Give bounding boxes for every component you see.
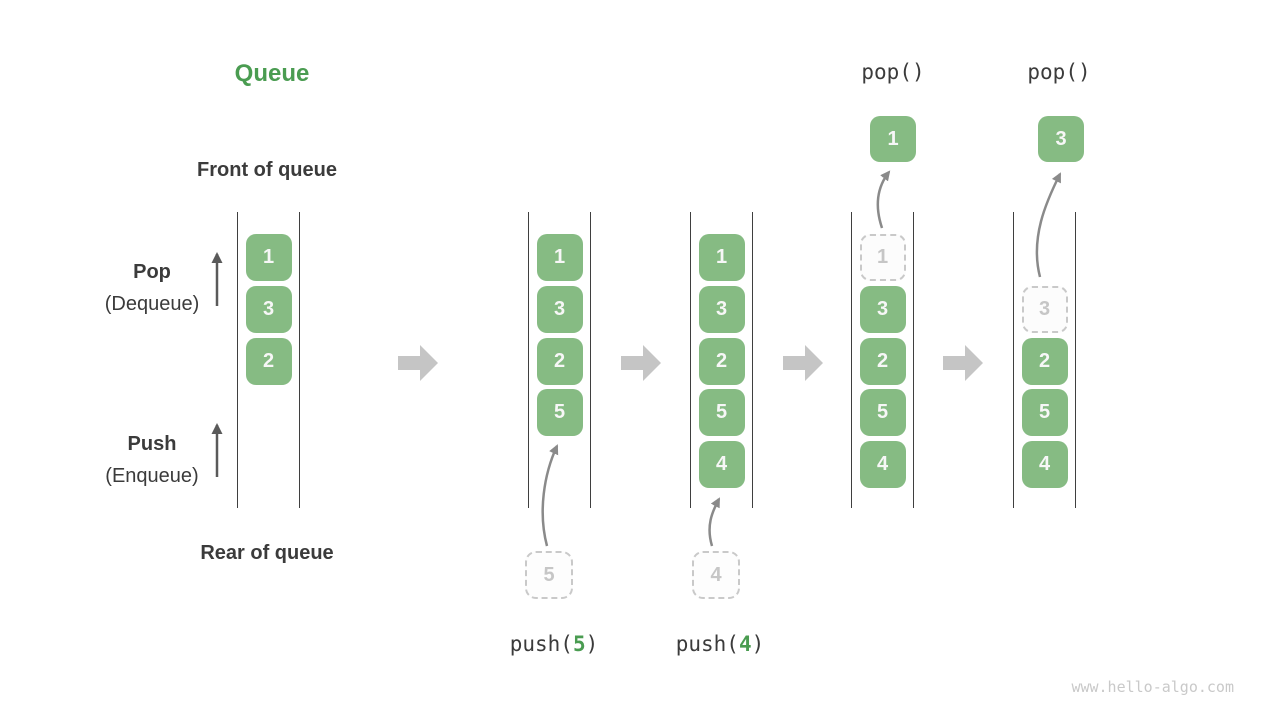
push-op-suffix: ): [585, 632, 599, 656]
queue-item-ghost: 1: [859, 234, 906, 281]
popped-item: 1: [870, 116, 916, 162]
queue-item: 2: [859, 338, 906, 385]
pending-item: 4: [692, 551, 740, 599]
queue-item: 5: [859, 389, 906, 436]
queue-item: 4: [859, 441, 906, 488]
enqueue-label: (Enqueue): [105, 465, 199, 487]
push-op-prefix: push(: [675, 632, 739, 656]
queue-item: 1: [536, 234, 583, 281]
stage-transition-arrow-icon: [783, 345, 823, 381]
pop-operation-label: pop(): [1027, 60, 1091, 84]
rear-of-queue-label: Rear of queue: [200, 542, 334, 564]
queue-stage-column: 1 3 2: [237, 212, 300, 508]
push-label: Push: [127, 433, 177, 455]
stage-transition-arrow-icon: [943, 345, 983, 381]
pop-label: Pop: [133, 261, 171, 283]
page-title: Queue: [234, 60, 310, 87]
queue-item: 4: [698, 441, 745, 488]
queue-item: 2: [536, 338, 583, 385]
pop-operation-label: pop(): [861, 60, 925, 84]
queue-stage-column: 1 3 2 5 4: [690, 212, 753, 508]
stage-transition-arrow-icon: [621, 345, 661, 381]
front-of-queue-label: Front of queue: [197, 159, 337, 181]
queue-item: 5: [698, 389, 745, 436]
pop-direction-label: Pop (Dequeue): [105, 261, 200, 316]
queue-item: 5: [536, 389, 583, 436]
queue-item-ghost: 3: [1021, 286, 1068, 333]
queue-item: 1: [245, 234, 292, 281]
push-op-arg: 4: [738, 632, 752, 656]
push-op-arg: 5: [572, 632, 586, 656]
queue-item: 2: [698, 338, 745, 385]
watermark: www.hello-algo.com: [1071, 678, 1234, 696]
queue-item: 1: [698, 234, 745, 281]
queue-stage-column: 1 3 2 5: [528, 212, 591, 508]
queue-stage-column: 1 3 2 5 4: [851, 212, 914, 508]
stage-transition-arrow-icon: [398, 345, 438, 381]
queue-item: 4: [1021, 441, 1068, 488]
push-operation-label: push(5): [510, 632, 599, 656]
queue-item: 2: [1021, 338, 1068, 385]
push-direction-label: Push (Enqueue): [105, 433, 198, 488]
queue-item: 3: [859, 286, 906, 333]
pending-item: 5: [525, 551, 573, 599]
push-operation-label: push(4): [676, 632, 765, 656]
queue-item: 3: [698, 286, 745, 333]
queue-item: 2: [245, 338, 292, 385]
popped-item: 3: [1038, 116, 1084, 162]
queue-item: 3: [245, 286, 292, 333]
queue-stage-column: 3 2 5 4: [1013, 212, 1076, 508]
push-op-suffix: ): [751, 632, 765, 656]
push-op-prefix: push(: [509, 632, 573, 656]
queue-item: 3: [536, 286, 583, 333]
queue-item: 5: [1021, 389, 1068, 436]
dequeue-label: (Dequeue): [104, 293, 200, 315]
